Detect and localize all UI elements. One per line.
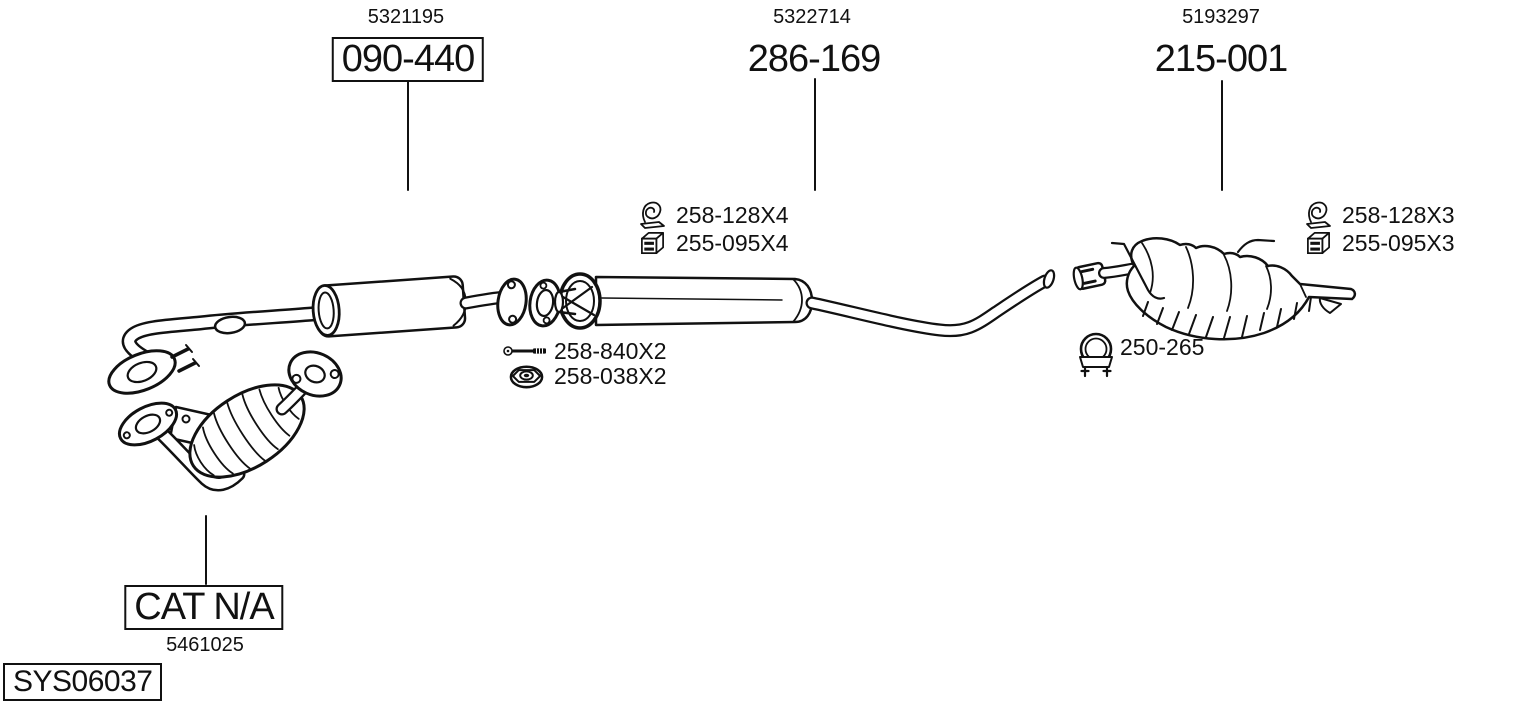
- joint-flange: [496, 277, 528, 327]
- rubber-hanger-icon: [634, 200, 670, 230]
- mid-catalyst: [311, 275, 467, 338]
- front-pipe-assembly: [107, 306, 320, 395]
- ref-number-rear: 5193297: [1182, 6, 1260, 28]
- rubber-mount-icon: [1300, 230, 1336, 257]
- cat-body: [188, 383, 306, 479]
- hardware-row: 258-128X3: [1300, 200, 1455, 230]
- front-flange: [107, 349, 177, 395]
- tail-fin: [1318, 297, 1342, 314]
- center-muffler: [553, 272, 814, 330]
- ref-number-front: 5321195: [367, 6, 445, 28]
- hardware-code[interactable]: 258-840X2: [554, 337, 667, 364]
- hardware-code[interactable]: 255-095X3: [1342, 229, 1455, 256]
- cat-outlet-flange: [287, 350, 343, 398]
- pipe-sleeve: [213, 315, 247, 335]
- system-id: SYS06037: [3, 663, 163, 701]
- flange-nut-icon: [502, 362, 550, 390]
- hanger-rod-front: [1110, 241, 1166, 300]
- catalytic-converter: [117, 350, 343, 492]
- rear-body: [1125, 236, 1357, 341]
- part-code-front[interactable]: 090-440: [331, 37, 485, 83]
- hardware-row: 258-840X2: [502, 337, 667, 364]
- hardware-code[interactable]: 258-038X2: [554, 362, 667, 389]
- hardware-code[interactable]: 258-128X3: [1342, 201, 1455, 228]
- rear-muffler: [1072, 236, 1357, 341]
- rear-ribs: [1142, 296, 1312, 339]
- clamp-code[interactable]: 250-265: [1120, 334, 1205, 360]
- pipe-clamp-icon: [1072, 330, 1120, 389]
- leader-lines: [205, 78, 1223, 585]
- hardware-row: 255-095X3: [1300, 228, 1455, 258]
- part-code-rear[interactable]: 215-001: [1154, 38, 1288, 80]
- rubber-hanger-icon: [1300, 200, 1336, 230]
- bolt-icon: [502, 345, 550, 357]
- hardware-row: 258-128X4: [634, 200, 789, 230]
- flange-studs: [170, 347, 197, 373]
- hanger-rod-rear: [1236, 238, 1276, 254]
- hardware-row: 258-038X2: [502, 362, 667, 390]
- ref-number-catalyst: 5461025: [166, 634, 244, 656]
- hardware-row: 255-095X4: [634, 228, 789, 258]
- ref-number-center: 5322714: [773, 6, 851, 28]
- cat-inlet-flange: [117, 401, 179, 447]
- part-code-center[interactable]: 286-169: [747, 38, 881, 80]
- part-code-catalyst[interactable]: CAT N/A: [124, 585, 284, 631]
- hardware-code[interactable]: 258-128X4: [676, 201, 789, 228]
- hardware-code[interactable]: 255-095X4: [676, 229, 789, 256]
- intermediate-pipe: [805, 269, 1056, 338]
- rubber-mount-icon: [634, 230, 670, 257]
